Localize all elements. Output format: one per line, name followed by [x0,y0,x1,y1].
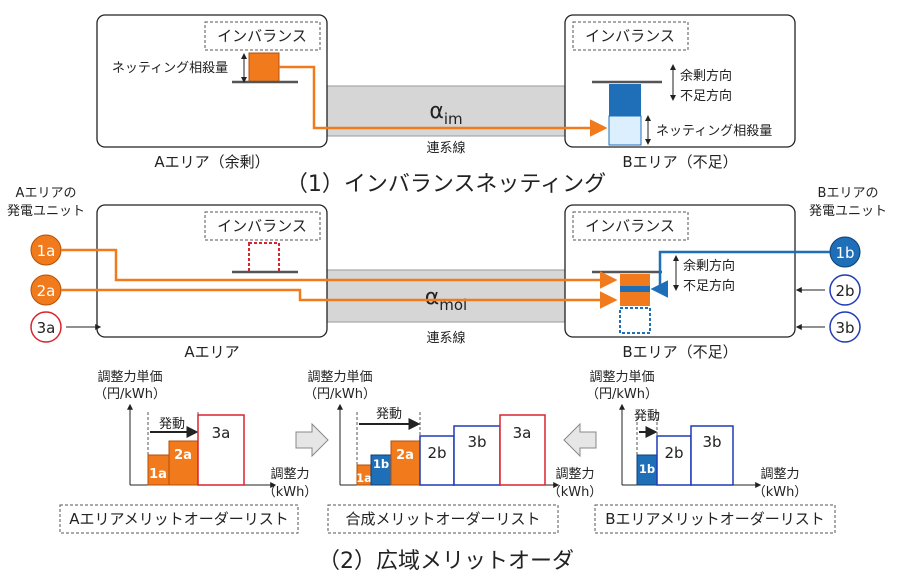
area-b-caption-2: Bエリア（不足） [622,343,737,361]
chart-c-bar-3a [499,414,546,486]
chart-a-y-label-2: （円/kWh） [94,387,166,402]
chart-a-x-label-2: （kWh） [263,485,318,500]
chart-a-x-label-1: 調整力 [270,467,309,482]
chart-b-bar-3b-label: 3b [702,433,721,451]
area-a-netting-label: ネッティング相殺量 [112,61,228,76]
chart-c-x-label-2: （kWh） [548,485,603,500]
part2-title: （2）広域メリットオーダ [318,549,574,574]
area-b-covered-bar-1a [620,274,650,286]
area-b-caption-1: Bエリア（不足） [622,153,737,171]
area-b-imbalance-label-2: インバランス [585,217,675,235]
area-b-unit-label-1: Bエリアの [818,186,879,201]
area-b-remaining-bar [619,307,651,334]
chart-c-bar-2b-label: 2b [427,444,446,462]
chart-a-bar-3a [197,414,245,486]
list-combined-box [327,504,559,534]
chart-c-bar-3b-label: 3b [467,433,486,451]
merge-arrow-a [295,422,329,458]
chart-b-bar-1b-label: 1b [639,462,655,476]
chart-a-bar-2a [168,440,199,486]
area-b-imbalance-box-1 [572,21,689,51]
part1-title: （1）インバランスネッティング [286,172,606,197]
area-b-shortage-bar [609,84,641,116]
interconnector-band-2 [324,269,568,323]
chart-a-bar-1a-label: 1a [149,467,167,482]
flow-arrow-2a [61,288,618,309]
list-b-label: Bエリアメリットオーダーリスト [605,510,825,528]
area-b-covered-bar-2a [620,292,650,306]
area-b-netting-label: ネッティング相殺量 [656,124,772,139]
area-a-caption-2: Aエリア [184,343,239,361]
chart-a-bar-2a-label: 2a [174,448,192,463]
interconnector-label-1: 連系線 [426,140,465,156]
area-b-covered-bar-1b [620,286,650,292]
area-a-caption-1: Aエリア（余剰） [154,153,269,171]
area-a-box-1 [96,14,328,148]
flow-arrow-1a [61,248,618,289]
area-a-unit-label-1: Aエリアの [16,186,77,201]
interconnector-label-2: 連系線 [426,330,465,346]
area-b-imbalance-box-2 [572,211,689,241]
unit-3a [30,311,62,343]
shortage-direction-label-2: 不足方向 [683,278,735,294]
merge-arrow-b [563,422,597,458]
chart-c-bar-2a-label: 2a [396,448,414,463]
unit-3b [829,311,861,343]
unit-2b [829,274,861,306]
chart-b-bar-3b [690,425,734,486]
unit-1b-label: 1b [835,244,854,262]
chart-b-bar-2b [656,435,692,486]
chart-b-x-label-2: （kWh） [753,485,808,500]
merit-order-chart-b: 調整力単価 （円/kWh） 発動 1b 2b 3b 調整力 （kWh） Bエリア… [586,369,836,534]
chart-a-y-label-1: 調整力単価 [97,369,162,385]
area-a-surplus-bar [248,52,280,83]
part2-diagram: αmol 連系線 インバランス Aエリア Aエリアの 発電ユニット 1a 2a … [7,186,887,574]
chart-c-bar-3a-label: 3a [513,424,532,442]
unit-3a-label: 3a [37,319,56,337]
chart-b-activation-label: 発動 [634,409,660,424]
chart-b-x-label-1: 調整力 [760,467,799,482]
unit-2a-label: 2a [37,282,56,300]
chart-c-bar-3b [453,425,501,486]
chart-c-activation-label: 発動 [376,407,402,422]
area-a-imbalance-label-1: インバランス [217,27,307,45]
area-b-netted-bar [608,115,642,146]
chart-c-y-label-2: （円/kWh） [304,387,376,402]
surplus-direction-label-2: 余剰方向 [683,258,735,274]
chart-a-bar-3a-label: 3a [212,424,231,442]
area-a-unit-label-2: 発電ユニット [7,204,85,219]
flow-arrow-1b [650,250,830,298]
interconnector-symbol-1: αim [429,99,462,128]
unit-2b-label: 2b [835,282,854,300]
area-a-imbalance-box-1 [204,21,321,51]
list-a-box [59,504,299,534]
area-a-imbalance-box-2 [204,211,321,241]
unit-3b-label: 3b [835,319,854,337]
area-a-imbalance-label-2: インバランス [217,217,307,235]
chart-c-bar-1b-label: 1b [373,457,389,471]
list-combined-label: 合成メリットオーダーリスト [345,510,540,528]
list-a-label: Aエリアメリットオーダーリスト [69,510,289,528]
chart-b-y-label-2: （円/kWh） [586,387,658,402]
chart-b-bar-2b-label: 2b [664,444,683,462]
area-a-netted-bar-2 [248,242,280,273]
netting-flow-arrow [279,65,608,137]
shortage-direction-label-1: 不足方向 [680,88,732,104]
list-b-box [594,504,836,534]
chart-b-y-label-1: 調整力単価 [589,369,654,385]
area-a-box-2 [96,204,328,338]
merit-order-chart-a: 調整力単価 （円/kWh） 発動 1a 2a 3a 調整力 （kWh） Aエリア… [59,369,318,534]
chart-c-bar-2b [419,435,455,486]
surplus-direction-label-1: 余剰方向 [680,68,732,84]
merit-order-chart-combined: 調整力単価 （円/kWh） 発動 1a 1b 2a 2b 3b 3a 調整力 （… [304,369,603,534]
chart-c-y-label-1: 調整力単価 [307,369,372,385]
chart-c-bar-1a-label: 1a [356,471,372,485]
area-b-imbalance-label-1: インバランス [585,27,675,45]
unit-1a-label: 1a [37,242,56,260]
chart-c-x-label-1: 調整力 [555,467,594,482]
area-b-unit-label-2: 発電ユニット [809,204,887,219]
part1-diagram: αim 連系線 インバランス ネッティング相殺量 Aエリア（余剰） インバランス… [96,14,796,197]
chart-a-activation-label: 発動 [159,417,185,432]
